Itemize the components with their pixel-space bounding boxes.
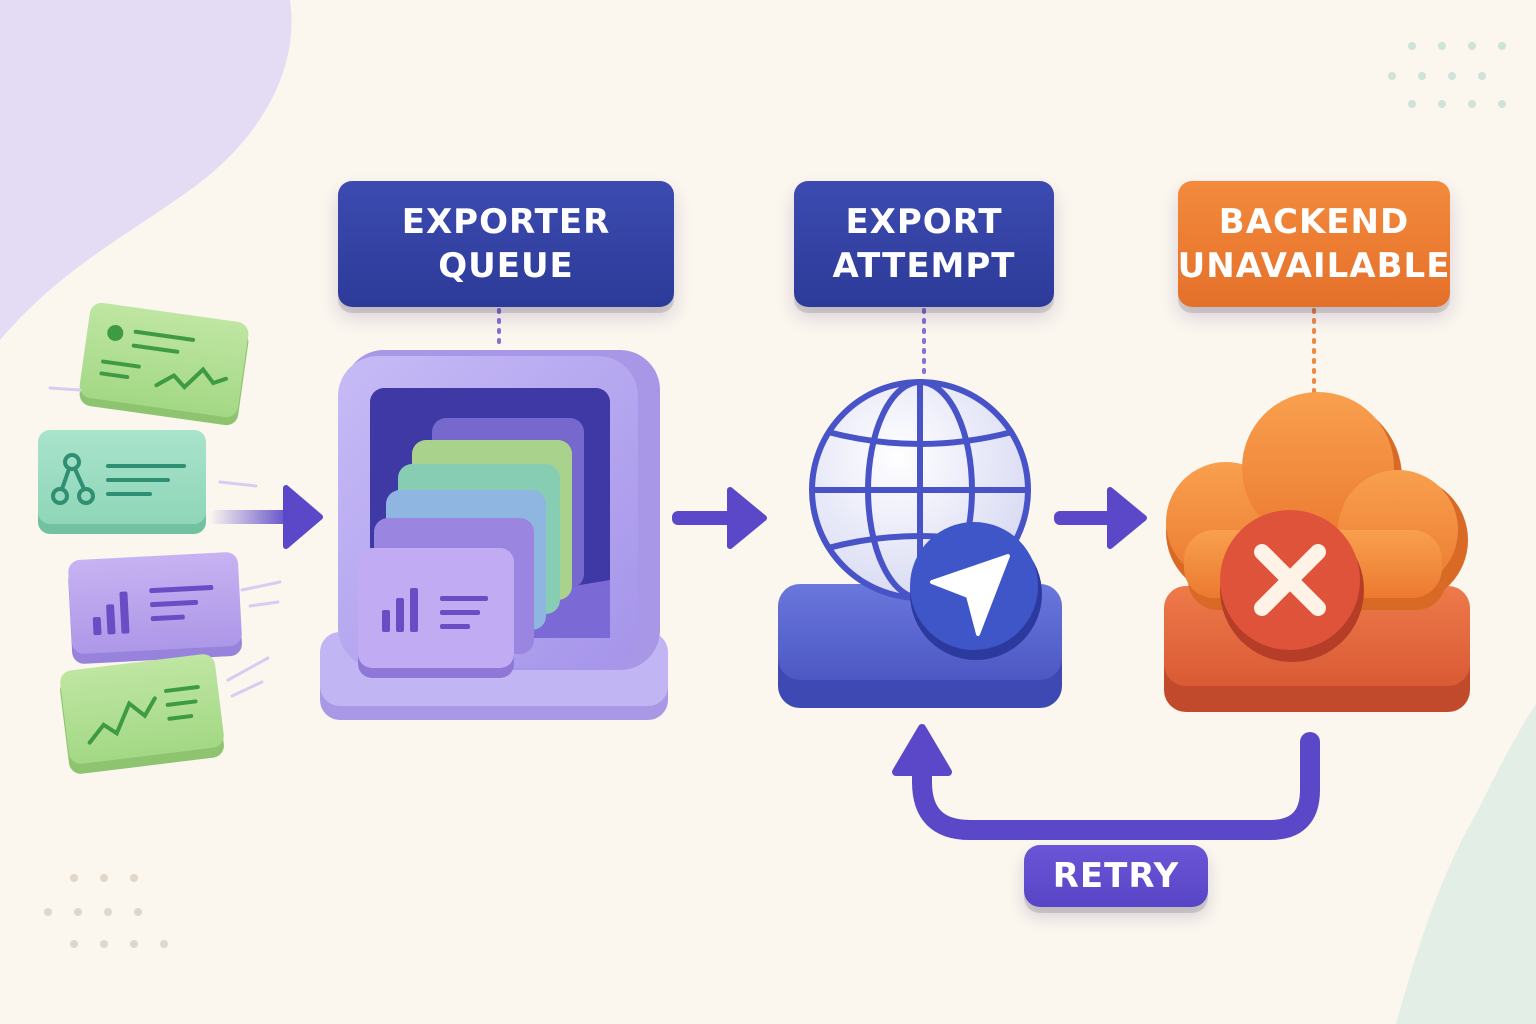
cloud-error-icon bbox=[1164, 392, 1470, 712]
arrow-to-backend bbox=[1054, 487, 1147, 549]
stacked-cards-icon bbox=[320, 350, 668, 720]
arrow-to-queue bbox=[210, 485, 323, 549]
globe-send-icon bbox=[778, 379, 1062, 708]
trend-card-icon bbox=[60, 654, 224, 774]
backend-unavailable-label: BACKEND UNAVAILABLE bbox=[1178, 181, 1450, 307]
background-blob-top-left bbox=[0, 0, 292, 340]
background-blob-bottom-right bbox=[1396, 704, 1536, 1024]
exporter-queue-label-line-2: QUEUE bbox=[438, 246, 574, 286]
exporter-queue-label-line-1: EXPORTER bbox=[401, 202, 611, 242]
export-attempt-label-line-1: EXPORT bbox=[845, 202, 1003, 242]
dot-grid-top-right bbox=[1388, 42, 1506, 108]
export-attempt-label-line-2: ATTEMPT bbox=[832, 246, 1016, 286]
trace-card-icon bbox=[38, 430, 206, 534]
metric-card-icon bbox=[79, 302, 249, 426]
backend-unavailable-label-line-2: UNAVAILABLE bbox=[1177, 246, 1451, 286]
bar-chart-card-icon bbox=[68, 552, 242, 664]
backend-unavailable-label-line-1: BACKEND bbox=[1218, 202, 1410, 242]
exporter-queue-label: EXPORTER QUEUE bbox=[338, 181, 674, 307]
export-attempt-label: EXPORT ATTEMPT bbox=[794, 181, 1054, 307]
retry-label: RETRY bbox=[1024, 845, 1208, 907]
dot-grid-bottom-left bbox=[44, 874, 168, 948]
arrow-to-attempt bbox=[672, 487, 767, 549]
retry-loop-arrow bbox=[892, 724, 1320, 840]
